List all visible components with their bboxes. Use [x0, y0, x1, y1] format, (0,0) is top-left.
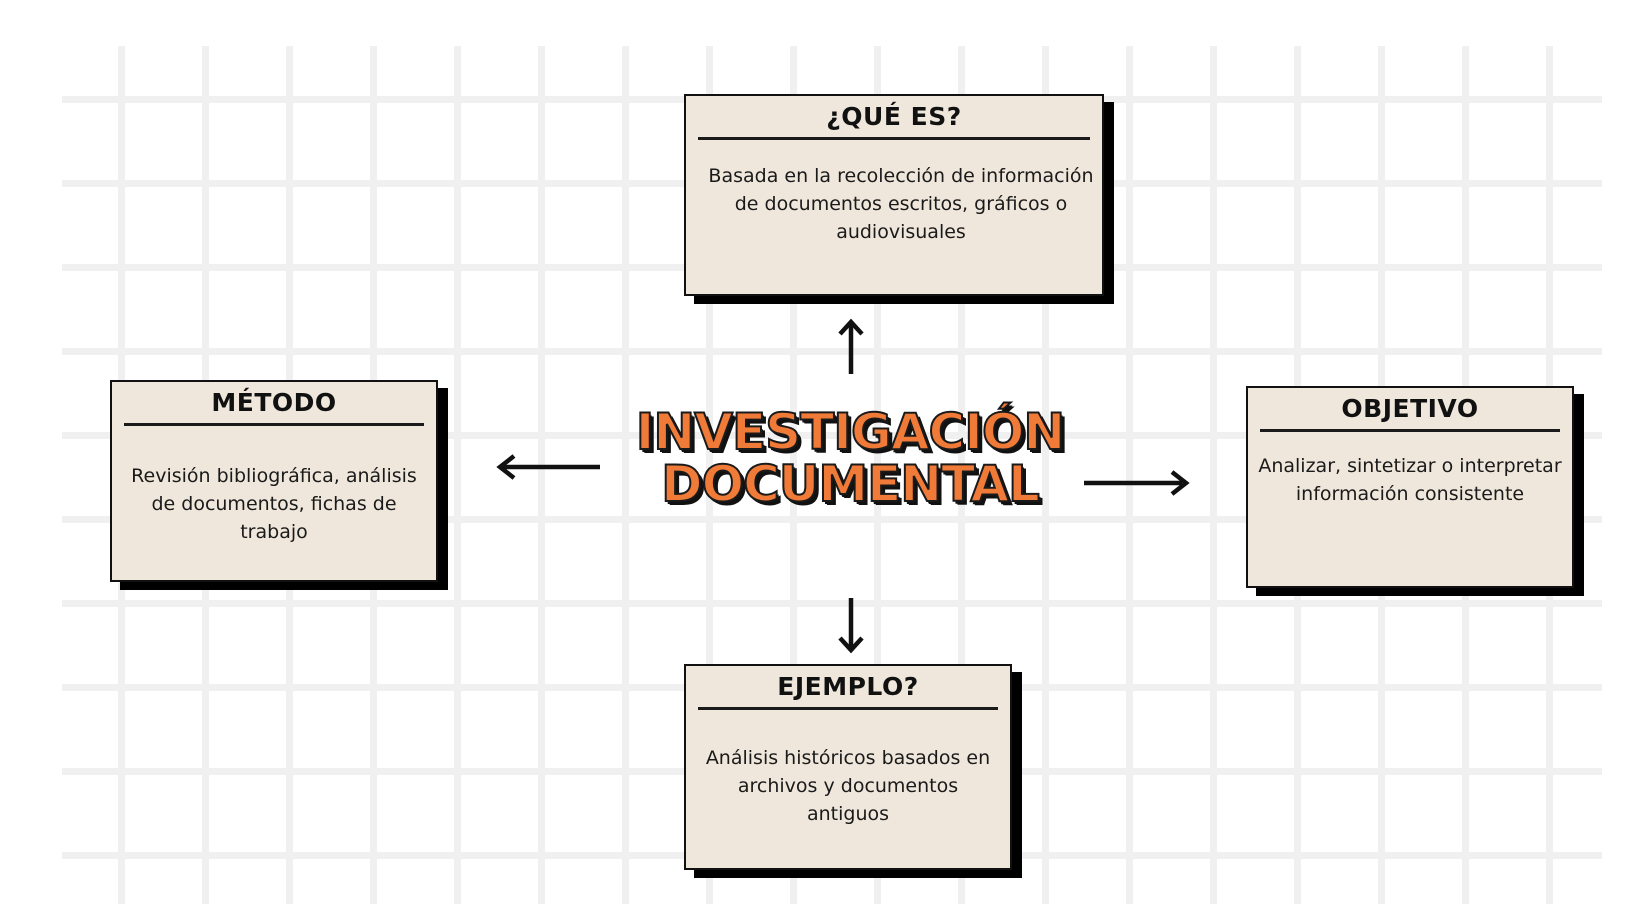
arrow-left-icon: [496, 454, 600, 480]
center-title: INVESTIGACIÓN DOCUMENTAL: [600, 403, 1100, 513]
box-objetivo-text: Analizar, sintetizar o interpretar infor…: [1258, 455, 1562, 505]
box-metodo-text: Revisión bibliográfica, análisis de docu…: [131, 465, 417, 543]
box-metodo-title: MÉTODO: [124, 382, 424, 426]
box-ejemplo-title: EJEMPLO?: [698, 666, 998, 710]
box-que-es-text: Basada en la recolección de información …: [708, 165, 1094, 243]
center-title-line2: DOCUMENTAL: [660, 455, 1041, 513]
box-objetivo-title: OBJETIVO: [1260, 388, 1560, 432]
center-title-line1: INVESTIGACIÓN: [635, 403, 1066, 461]
box-ejemplo-text: Análisis históricos basados en archivos …: [705, 747, 991, 825]
arrow-right-icon: [1084, 470, 1190, 496]
box-metodo: MÉTODO Revisión bibliográfica, análisis …: [110, 380, 438, 582]
arrow-up-icon: [838, 318, 864, 374]
box-que-es: ¿QUÉ ES? Basada en la recolección de inf…: [684, 94, 1104, 296]
box-que-es-title: ¿QUÉ ES?: [698, 96, 1090, 140]
box-objetivo: OBJETIVO Analizar, sintetizar o interpre…: [1246, 386, 1574, 588]
box-ejemplo: EJEMPLO? Análisis históricos basados en …: [684, 664, 1012, 870]
arrow-down-icon: [838, 598, 864, 654]
